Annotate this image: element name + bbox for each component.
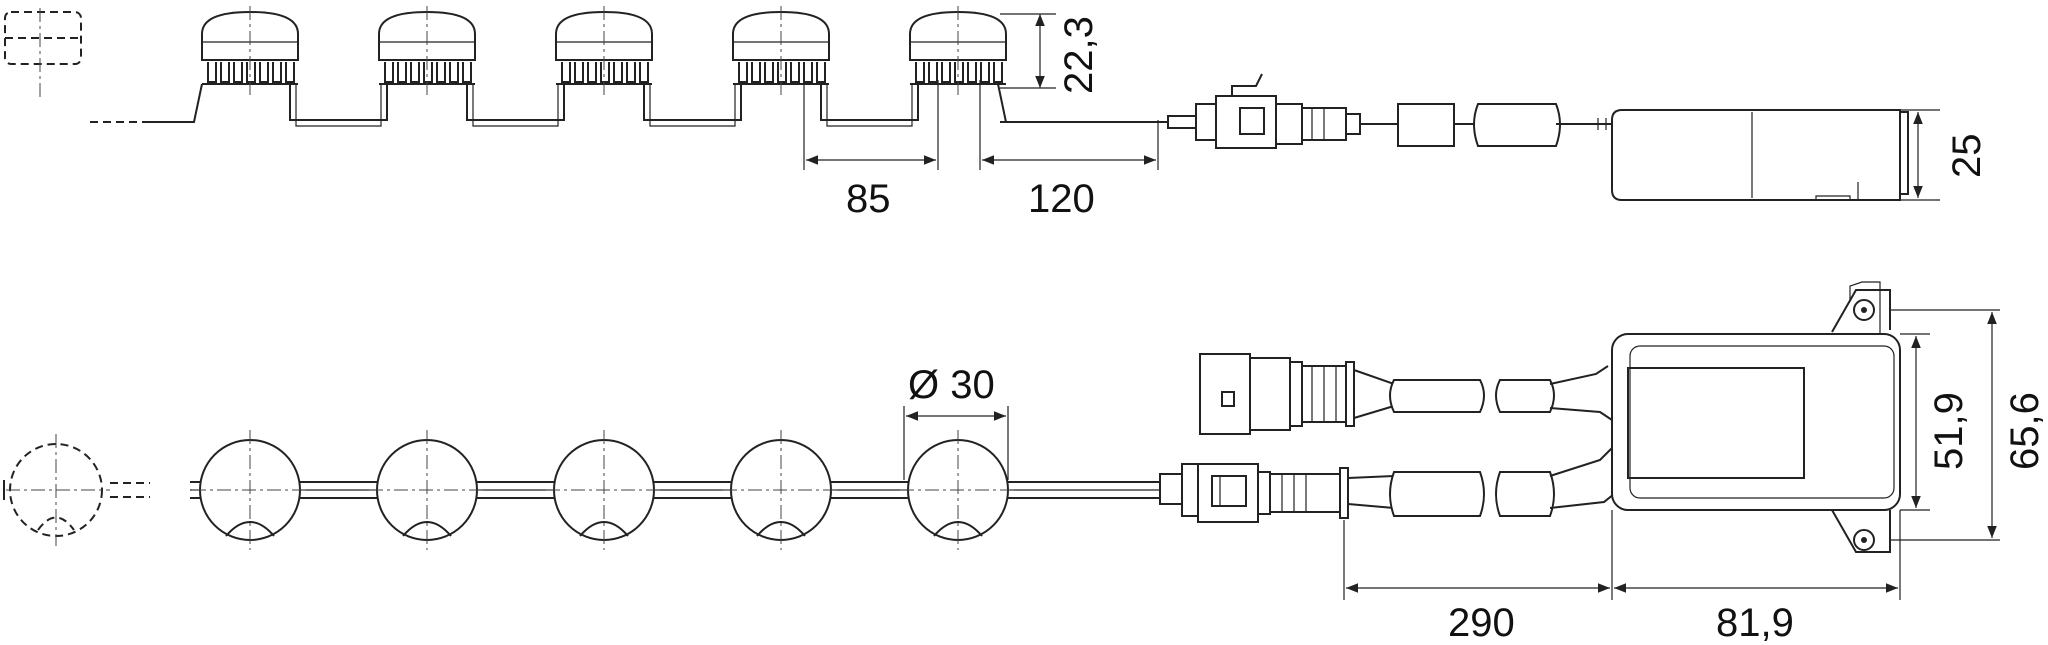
- wire-loop-inner: [826, 84, 913, 127]
- dim-pitch-label: 85: [846, 177, 891, 221]
- dim-cable-length-label: 290: [1448, 601, 1515, 645]
- dim-box-width-inner: 51,9: [1900, 333, 1971, 511]
- ghost-lamp-top: [3, 434, 150, 546]
- dim-box-length: 81,9: [1611, 510, 1901, 645]
- top-connector-lower: [1159, 447, 1615, 523]
- lead-wire: [150, 83, 203, 123]
- led-lamp-side: [909, 6, 1007, 96]
- wire-loop-inner: [472, 84, 559, 127]
- side-lamps: [201, 6, 1007, 96]
- dim-box-height-label: 25: [1945, 134, 1989, 179]
- side-wires: [150, 83, 1007, 127]
- led-lamp-side: [378, 6, 476, 96]
- top-lamps: [192, 430, 1016, 550]
- control-box-side: [1611, 109, 1909, 201]
- wire-loop: [289, 84, 388, 121]
- led-lamp-top: [723, 430, 839, 550]
- dim-height-led-label: 22,3: [1057, 16, 1101, 94]
- wire-loop: [820, 84, 919, 121]
- ghost-lamp-side: [4, 8, 150, 123]
- side-connector: [1000, 73, 1622, 149]
- dim-lead: 120: [979, 80, 1159, 221]
- dim-diameter: Ø 30: [903, 363, 1009, 480]
- side-view: 22,3 85 120 25: [4, 6, 1989, 221]
- led-lamp-top: [192, 430, 308, 550]
- control-box-top: [1611, 281, 1901, 553]
- dim-pitch: 85: [803, 80, 939, 221]
- led-lamp-top: [369, 430, 485, 550]
- top-cable: [190, 481, 1160, 499]
- dim-diameter-label: Ø 30: [908, 363, 995, 407]
- tail-wire: [997, 83, 1007, 123]
- led-lamp-top: [900, 430, 1016, 550]
- dim-box-width-inner-label: 51,9: [1927, 392, 1971, 470]
- dim-height-led: 22,3: [1000, 13, 1101, 94]
- wire-loop: [643, 84, 742, 121]
- wire-loop-inner: [295, 84, 382, 127]
- dim-lead-label: 120: [1028, 177, 1095, 221]
- dim-box-width-outer-label: 65,6: [2003, 392, 2047, 470]
- led-lamp-top: [546, 430, 662, 550]
- wire-loop-inner: [649, 84, 736, 127]
- led-lamp-side: [201, 6, 299, 96]
- wire-loop: [466, 84, 565, 121]
- led-lamp-side: [555, 6, 653, 96]
- dim-box-length-label: 81,9: [1716, 601, 1794, 645]
- top-view: Ø 30 290 81,9 51,9 65,6: [3, 281, 2047, 645]
- top-connector-upper: [1199, 353, 1613, 435]
- dim-box-height: 25: [1900, 109, 1989, 201]
- dim-cable-length: 290: [1343, 520, 1610, 645]
- dim-box-width-outer: 65,6: [1890, 309, 2047, 541]
- led-lamp-side: [732, 6, 830, 96]
